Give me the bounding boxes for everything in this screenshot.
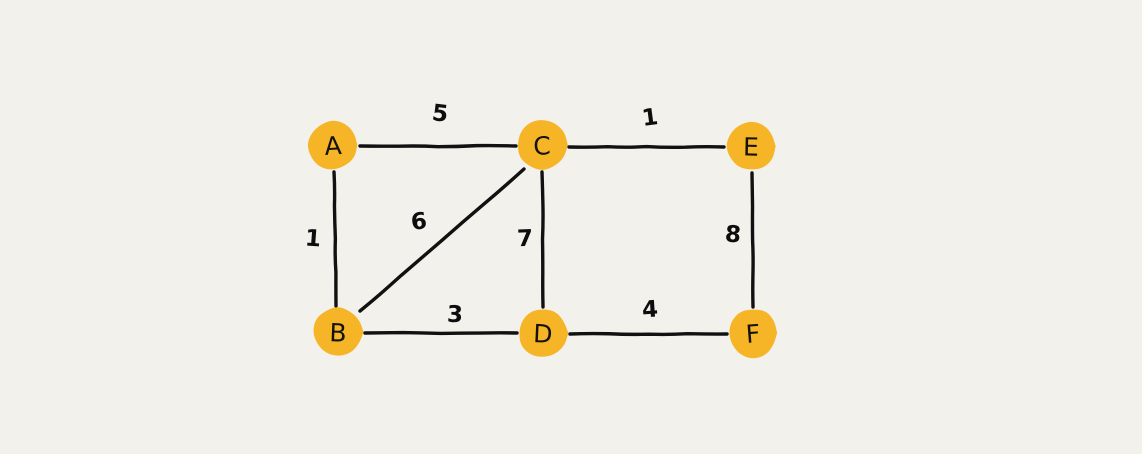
node-label-a: A	[324, 131, 343, 161]
edge-weights-layer: 5 1 1 6 7 8 3 4	[304, 100, 742, 328]
node-circle-b	[313, 307, 364, 356]
edge-weight-d-f: 4	[641, 296, 659, 323]
node-circle-d	[519, 309, 569, 357]
edges-layer	[332, 143, 755, 337]
node-circle-a	[307, 120, 358, 170]
graph-node-e[interactable]: E	[726, 121, 776, 170]
edge-weight-b-c: 6	[410, 208, 429, 236]
node-label-e: E	[743, 132, 759, 161]
edge-d-f	[568, 331, 729, 337]
edge-c-e	[567, 144, 726, 150]
node-label-b: B	[329, 318, 347, 348]
edge-weight-e-f: 8	[724, 221, 742, 248]
graph-node-f[interactable]: F	[729, 309, 778, 359]
edge-weight-a-c: 5	[431, 100, 450, 128]
edge-c-d	[540, 170, 545, 309]
graph-node-d[interactable]: D	[519, 309, 569, 357]
graph-node-a[interactable]: A	[307, 120, 358, 170]
edge-weight-c-d: 7	[517, 226, 534, 253]
edge-weight-c-e: 1	[640, 104, 659, 132]
edge-e-f	[750, 171, 755, 309]
edge-b-c	[358, 167, 526, 313]
node-label-c: C	[533, 131, 551, 160]
edge-a-c	[358, 143, 518, 149]
edge-b-d	[363, 330, 519, 336]
edge-a-b	[332, 170, 338, 308]
node-label-d: D	[533, 319, 554, 349]
nodes-layer: A B C D E F	[307, 120, 778, 359]
node-circle-c	[518, 120, 568, 170]
edge-weight-b-d: 3	[447, 302, 464, 328]
node-label-f: F	[745, 319, 762, 349]
node-circle-e	[726, 121, 776, 170]
edge-weight-a-b: 1	[304, 225, 322, 252]
graph-node-b[interactable]: B	[313, 307, 364, 356]
node-circle-f	[729, 309, 778, 359]
graph-node-c[interactable]: C	[518, 120, 568, 170]
